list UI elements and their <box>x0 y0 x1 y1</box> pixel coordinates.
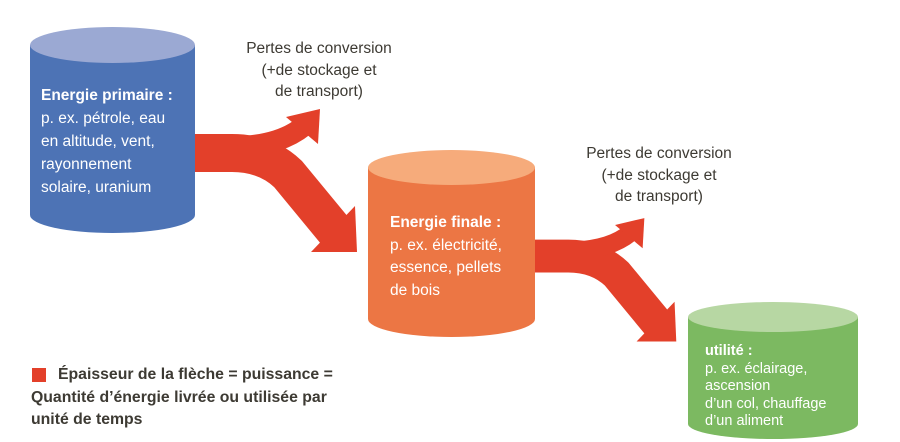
main-flow-band <box>190 134 350 244</box>
primary-energy-line: p. ex. pétrole, eau <box>41 110 166 127</box>
loss-line: (+de stockage et <box>261 61 377 79</box>
cylinder-body <box>368 167 535 337</box>
final-energy-line: essence, pellets <box>390 259 502 276</box>
loss-arrowhead-icon <box>286 109 320 144</box>
utility-line: ascension <box>705 378 771 394</box>
cylinder-top-ellipse <box>30 27 195 63</box>
loss-arrowhead-icon <box>615 218 645 249</box>
utility-line: d’un aliment <box>705 413 784 429</box>
cylinder-top-ellipse <box>688 302 858 332</box>
utility-line: d’un col, chauffage <box>705 395 827 412</box>
final-energy-label: Energie finale : p. ex. électricité, ess… <box>390 212 502 302</box>
cylinder-utility: utilité : p. ex. éclairage, ascension d’… <box>688 302 858 439</box>
conversion-loss-label-2: Pertes de conversion (+de stockage et de… <box>569 143 749 208</box>
cylinder-body <box>30 45 195 233</box>
loss-line: de transport) <box>615 188 703 205</box>
primary-energy-line: rayonnement <box>41 156 132 173</box>
cylinder-final-energy: Energie finale : p. ex. électricité, ess… <box>368 150 535 337</box>
arrow-final-to-utility-icon <box>532 218 677 342</box>
loss-line: Pertes de conversion <box>246 40 392 57</box>
legend-line: unité de temps <box>31 411 143 428</box>
primary-energy-line: en altitude, vent, <box>41 133 155 150</box>
final-energy-line: p. ex. électricité, <box>390 236 502 254</box>
legend-line: Quantité d’énergie livrée ou utilisée pa… <box>31 388 327 406</box>
legend: Épaisseur de la flèche = puissance = Qua… <box>31 364 461 432</box>
loss-line: Pertes de conversion <box>586 145 732 162</box>
utility-line: p. ex. éclairage, <box>705 360 808 377</box>
utility-title: utilité : <box>705 343 753 359</box>
loss-line: de transport) <box>275 83 363 100</box>
utility-label: utilité : p. ex. éclairage, ascension d’… <box>705 343 826 431</box>
primary-energy-label: Energie primaire : p. ex. pétrole, eau e… <box>41 84 173 199</box>
main-flow-band <box>532 239 670 334</box>
loss-branch-band <box>237 117 311 158</box>
loss-line: (+de stockage et <box>601 166 717 184</box>
loss-branch-band <box>572 225 637 260</box>
final-energy-line: de bois <box>390 281 440 299</box>
main-arrowhead-icon <box>311 206 357 252</box>
arrow-primary-to-final-icon <box>190 109 357 252</box>
primary-energy-line: solaire, uranium <box>41 179 152 196</box>
primary-energy-title: Energie primaire : <box>41 87 173 104</box>
cylinder-primary-energy: Energie primaire : p. ex. pétrole, eau e… <box>30 27 195 233</box>
main-arrowhead-icon <box>636 301 677 342</box>
legend-row: Épaisseur de la flèche = puissance = <box>31 364 461 387</box>
legend-swatch-icon <box>32 368 46 382</box>
final-energy-title: Energie finale : <box>390 214 502 231</box>
cylinder-top-ellipse <box>368 150 535 185</box>
legend-line: Épaisseur de la flèche = puissance = <box>58 366 333 383</box>
conversion-loss-label-1: Pertes de conversion (+de stockage et de… <box>229 38 409 103</box>
cylinder-body <box>688 317 858 439</box>
